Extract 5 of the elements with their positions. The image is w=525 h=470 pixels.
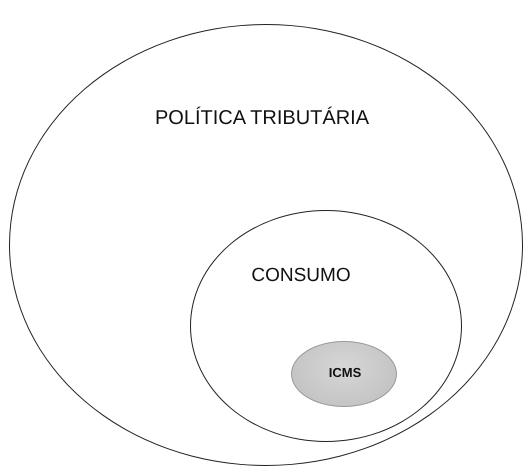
outer-ellipse <box>9 24 523 466</box>
middle-ellipse <box>190 210 462 442</box>
ellipse-label: POLÍTICA TRIBUTÁRIA <box>154 107 370 130</box>
ellipse-label: CONSUMO <box>251 265 351 287</box>
ellipse-label: ICMS <box>328 365 362 380</box>
